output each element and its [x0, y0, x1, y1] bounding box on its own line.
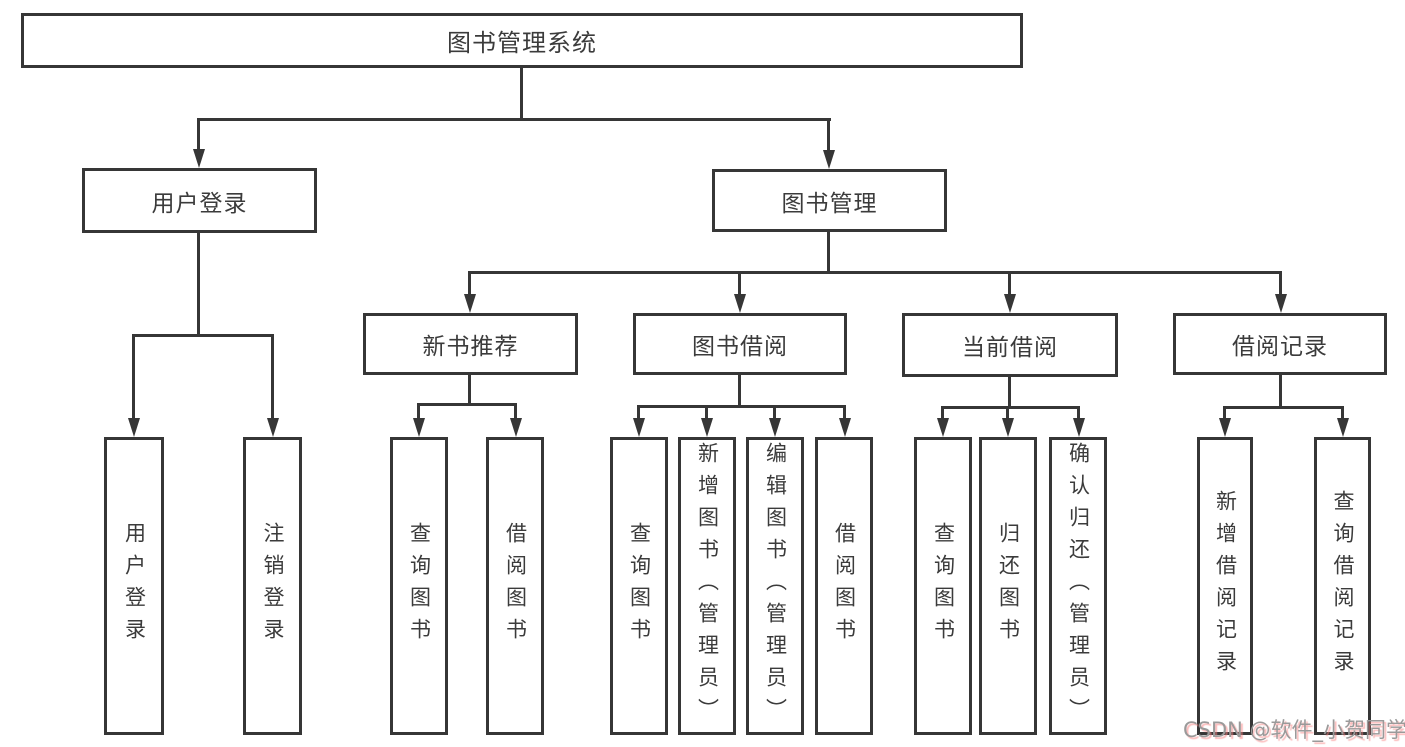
connector-line	[941, 406, 1080, 409]
connector-line	[637, 405, 640, 421]
node-return-book: 归还图书	[979, 437, 1037, 735]
node-label: 查询图书	[627, 522, 652, 650]
connector-line	[197, 118, 200, 152]
arrow-down-icon	[413, 418, 425, 437]
connector-line	[637, 405, 846, 408]
connector-line	[1077, 406, 1080, 421]
arrow-down-icon	[1004, 294, 1016, 313]
arrow-down-icon	[1073, 418, 1085, 437]
csdn-watermark: CSDN @软件_小贺同学	[1183, 718, 1405, 742]
arrow-down-icon	[1337, 418, 1349, 437]
node-book-management: 图书管理	[712, 169, 947, 232]
arrow-down-icon	[734, 294, 746, 313]
arrow-down-icon	[839, 418, 851, 437]
connector-line	[271, 334, 274, 420]
arrow-down-icon	[823, 150, 835, 169]
connector-line	[773, 405, 776, 421]
connector-line	[197, 233, 200, 336]
connector-line	[738, 271, 741, 297]
connector-line	[827, 232, 830, 274]
node-label: 用户登录	[151, 190, 248, 217]
node-label: 图书管理	[781, 190, 878, 217]
arrow-down-icon	[193, 149, 205, 168]
connector-line	[1008, 377, 1011, 409]
arrow-down-icon	[769, 418, 781, 437]
arrow-down-icon	[937, 418, 949, 437]
connector-line	[738, 375, 741, 408]
node-label: 注销登录	[261, 522, 285, 650]
node-book-borrowing: 图书借阅	[633, 313, 847, 375]
connector-line	[1279, 271, 1282, 297]
node-label: 图书借阅	[692, 334, 788, 360]
arrow-down-icon	[267, 418, 279, 437]
node-new-book-recommend: 新书推荐	[363, 313, 578, 375]
node-label: 图书管理系统	[447, 29, 597, 57]
connector-line	[132, 334, 274, 337]
node-label: 借阅图书	[832, 522, 857, 650]
node-user-login: 用户登录	[104, 437, 164, 735]
connector-line	[514, 403, 517, 421]
connector-line	[1008, 271, 1011, 297]
node-label: 借阅图书	[503, 522, 528, 650]
node-logout: 注销登录	[243, 437, 302, 735]
connector-line	[1223, 406, 1344, 409]
node-add-book-admin: 新增图书（管理员）	[678, 437, 736, 735]
connector-line	[197, 118, 831, 121]
connector-line	[132, 334, 135, 420]
node-borrow-books-recommend: 借阅图书	[486, 437, 544, 735]
node-label: 新增借阅记录	[1213, 490, 1238, 682]
arrow-down-icon	[1219, 418, 1231, 437]
node-label: 查询借阅记录	[1331, 490, 1355, 682]
connector-line	[1223, 406, 1226, 421]
node-query-borrow-record: 查询借阅记录	[1314, 437, 1371, 735]
connector-line	[941, 406, 944, 421]
connector-line	[520, 66, 523, 120]
connector-line	[843, 405, 846, 421]
connector-line	[705, 405, 708, 421]
arrow-down-icon	[1002, 418, 1014, 437]
node-label: 查询图书	[407, 522, 432, 650]
node-current-borrowing: 当前借阅	[902, 313, 1118, 377]
arrow-down-icon	[701, 418, 713, 437]
connector-line	[827, 118, 830, 152]
connector-line	[468, 375, 471, 406]
node-borrow-book: 借阅图书	[815, 437, 873, 735]
node-edit-book-admin: 编辑图书（管理员）	[746, 437, 804, 735]
node-label: 新书推荐	[422, 334, 519, 360]
node-query-books-current: 查询图书	[914, 437, 972, 735]
connector-line	[1279, 375, 1282, 409]
connector-line	[1341, 406, 1344, 421]
node-label: 确认归还（管理员）	[1066, 442, 1091, 730]
node-query-books-recommend: 查询图书	[390, 437, 448, 735]
connector-line	[468, 271, 1282, 274]
node-label: 查询图书	[931, 522, 956, 650]
node-label: 用户登录	[122, 522, 147, 650]
node-label: 归还图书	[996, 522, 1021, 650]
node-confirm-return-admin: 确认归还（管理员）	[1049, 437, 1107, 735]
arrow-down-icon	[128, 418, 140, 437]
connector-line	[468, 271, 471, 297]
arrow-down-icon	[510, 418, 522, 437]
connector-line	[1006, 406, 1009, 421]
node-label: 编辑图书（管理员）	[763, 442, 788, 730]
node-label: 借阅记录	[1232, 334, 1328, 360]
node-query-books-borrowing: 查询图书	[610, 437, 668, 735]
node-label: 新增图书（管理员）	[695, 442, 720, 730]
arrow-down-icon	[633, 418, 645, 437]
node-borrowing-records: 借阅记录	[1173, 313, 1387, 375]
node-label: 当前借阅	[962, 335, 1058, 361]
connector-line	[417, 403, 517, 406]
arrow-down-icon	[464, 294, 476, 313]
node-user-login-group: 用户登录	[82, 168, 317, 233]
node-add-borrow-record: 新增借阅记录	[1197, 437, 1253, 735]
connector-line	[417, 403, 420, 421]
arrow-down-icon	[1275, 294, 1287, 313]
node-library-management-system: 图书管理系统	[21, 13, 1023, 68]
